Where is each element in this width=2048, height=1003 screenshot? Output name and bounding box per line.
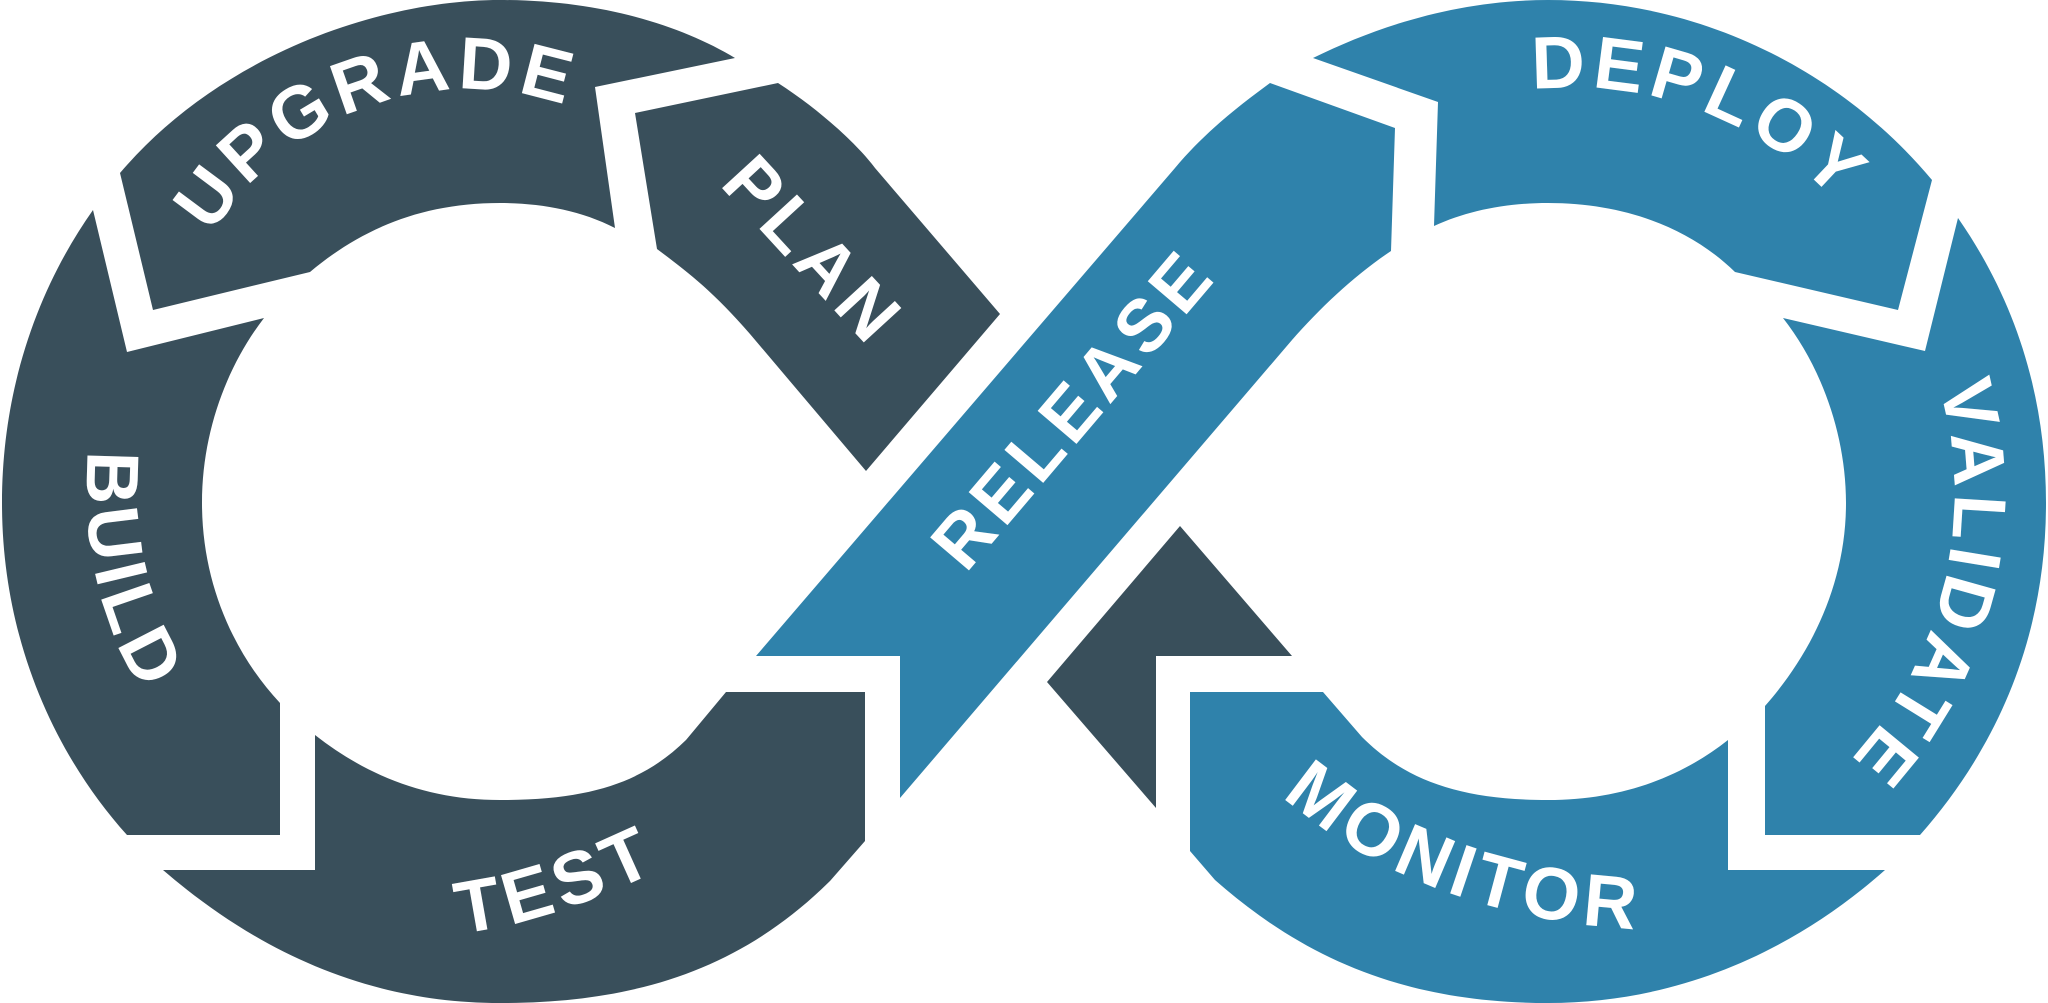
monitor-segment bbox=[1190, 692, 1885, 1003]
deploy-segment bbox=[1313, 0, 1932, 310]
monitor-arrowhead bbox=[1047, 526, 1292, 808]
release-segment bbox=[756, 83, 1395, 798]
left-loop bbox=[2, 0, 1292, 1003]
test-segment bbox=[163, 692, 865, 1003]
build-segment bbox=[2, 210, 280, 835]
validate-segment bbox=[1765, 218, 2046, 835]
right-loop bbox=[756, 0, 2046, 1003]
upgrade-segment bbox=[120, 0, 735, 310]
plan-segment bbox=[635, 83, 1000, 471]
